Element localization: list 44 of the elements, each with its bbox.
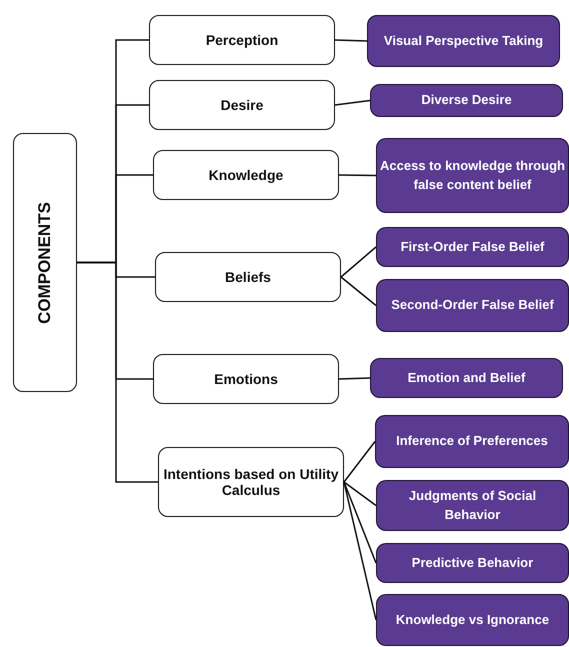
category-box [149, 15, 335, 65]
category-box [153, 150, 339, 200]
connector-line [334, 39, 368, 42]
connector-line [338, 377, 370, 380]
category-box [155, 252, 341, 302]
item-box [376, 138, 569, 213]
item-box [376, 279, 569, 332]
connector-line [334, 100, 370, 106]
category-box [158, 447, 344, 517]
item-box [376, 227, 569, 267]
label-text: First-Order False Belief [400, 238, 544, 256]
title-box [13, 133, 77, 392]
label-text: Knowledge [208, 167, 284, 183]
label-text: Perception [206, 32, 278, 48]
item-box [376, 594, 569, 646]
connector-line [338, 174, 376, 176]
label-text: Intentions based on Utility Calculus [162, 466, 340, 498]
connector-line [340, 276, 376, 306]
connector-line [343, 441, 376, 482]
item-box [367, 15, 560, 67]
label-text: Predictive Behavior [412, 554, 534, 572]
item-box [375, 415, 569, 468]
item-box [376, 543, 569, 583]
label-text: Judgments of Social Behavior [408, 486, 538, 524]
label-text: Emotions [214, 371, 278, 387]
connector-line [343, 482, 377, 564]
connector-line [340, 246, 376, 278]
label-text: Second-Order False Belief [391, 296, 554, 314]
label-text: Inference of Preferences [396, 432, 548, 450]
label-text: Emotion and Belief [408, 368, 526, 387]
category-box [153, 354, 339, 404]
connector-line [344, 481, 376, 506]
label-text: Access to knowledge through false content belief [380, 156, 565, 194]
item-box [376, 480, 569, 531]
item-box [370, 358, 563, 398]
label-text: Knowledge vs Ignorance [396, 610, 550, 629]
item-box [370, 84, 563, 117]
label-text: Beliefs [225, 269, 271, 285]
label-text: Desire [220, 97, 264, 113]
connector-line [77, 262, 158, 483]
category-box [149, 80, 335, 130]
label-text: Visual Perspective Taking [384, 32, 544, 50]
label-text: Diverse Desire [421, 91, 512, 110]
title-text: COMPONENTS [35, 202, 55, 324]
